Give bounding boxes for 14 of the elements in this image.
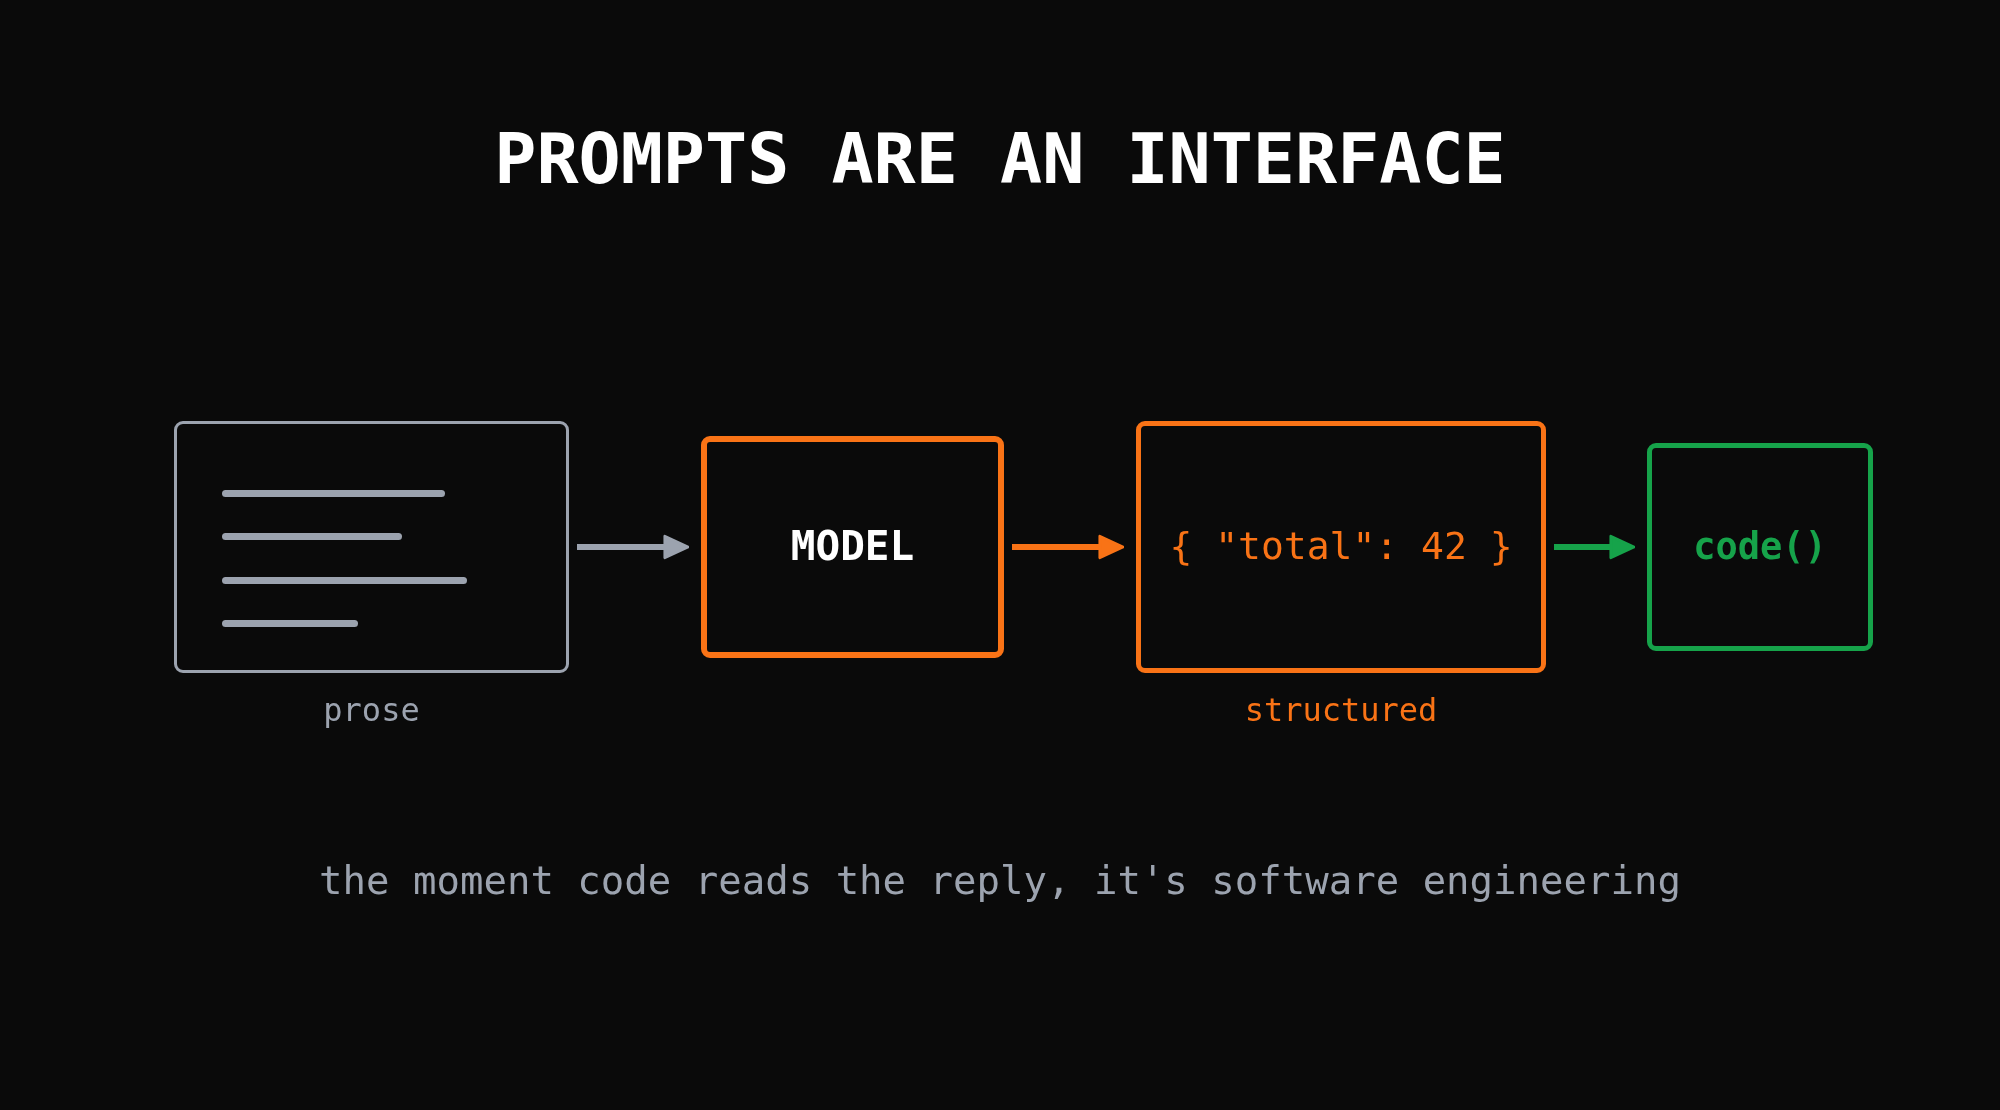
model-box xyxy=(701,436,1004,658)
caption: the moment code reads the reply, it's software engineering xyxy=(319,859,1681,904)
code-box xyxy=(1647,443,1873,651)
arrow xyxy=(1012,534,1125,560)
node-label: { "total": 42 } xyxy=(1169,525,1513,569)
arrow xyxy=(1554,534,1636,560)
document-box xyxy=(174,421,569,673)
title: PROMPTS ARE AN INTERFACE xyxy=(494,119,1506,200)
node-caption: prose xyxy=(323,692,420,729)
node-caption: structured xyxy=(1244,692,1438,729)
json-box xyxy=(1136,421,1546,673)
node-label: code() xyxy=(1693,525,1827,569)
node-label: MODEL xyxy=(790,523,915,571)
arrow xyxy=(577,534,690,560)
